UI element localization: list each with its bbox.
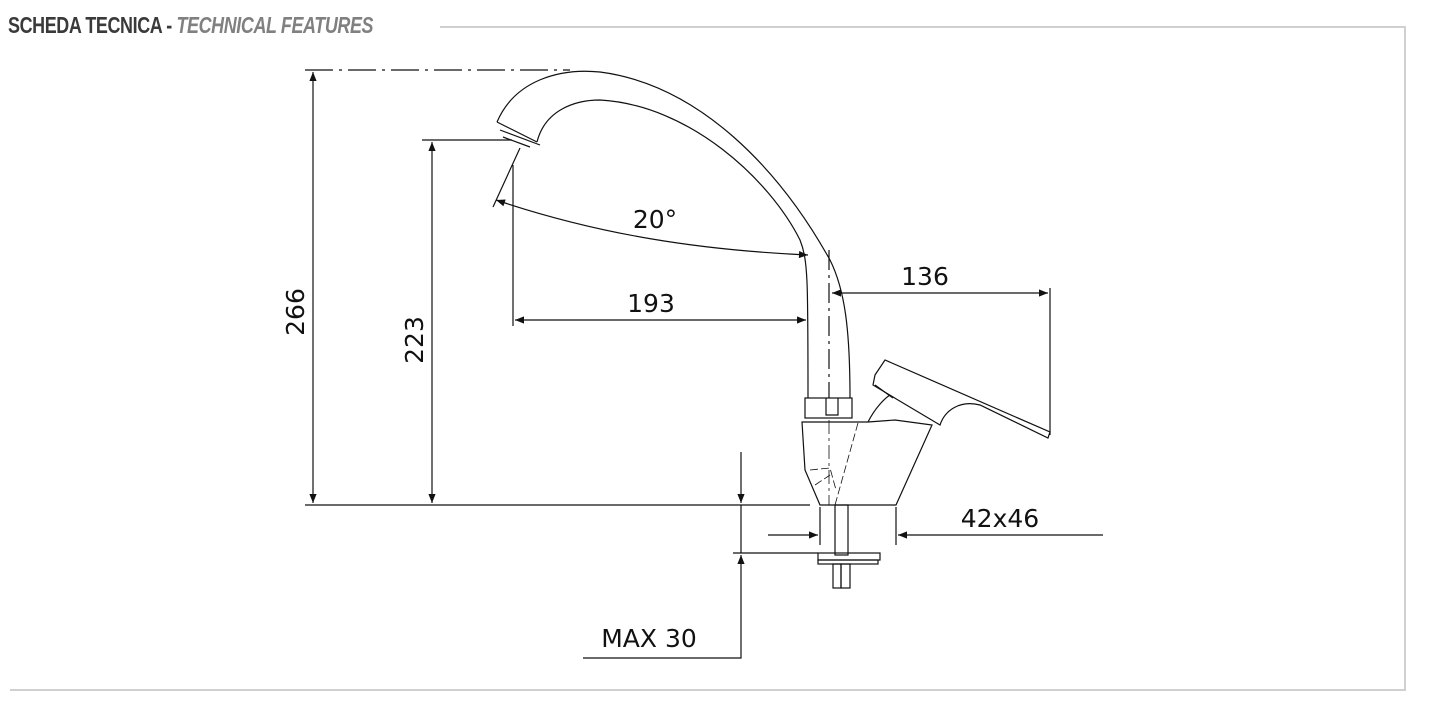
frame bbox=[10, 26, 1406, 691]
dimension-max-thickness bbox=[583, 452, 818, 659]
lever bbox=[872, 359, 1051, 439]
title-separator: - bbox=[166, 12, 172, 38]
dimension-total-height bbox=[305, 69, 810, 506]
dimension-lever-reach bbox=[832, 288, 1051, 435]
title-english: TECHNICAL FEATURES bbox=[176, 12, 374, 38]
label-spout-height: 223 bbox=[400, 316, 429, 364]
faucet-body bbox=[801, 394, 933, 506]
spout bbox=[496, 70, 851, 399]
label-total-height: 266 bbox=[281, 288, 310, 336]
label-spout-reach: 193 bbox=[627, 289, 675, 318]
label-angle: 20° bbox=[633, 205, 677, 234]
dimension-base-size bbox=[768, 507, 1103, 545]
dimension-spout-reach bbox=[512, 165, 806, 326]
label-lever-reach: 136 bbox=[901, 262, 949, 291]
label-base-size: 42x46 bbox=[961, 504, 1039, 533]
title-italian: SCHEDA TECNICA bbox=[8, 12, 162, 38]
dimension-spout-height bbox=[422, 139, 512, 503]
page-title: SCHEDA TECNICA - TECHNICAL FEATURES bbox=[8, 12, 374, 39]
label-max-thickness: MAX 30 bbox=[601, 624, 697, 653]
mounting-base bbox=[817, 504, 881, 589]
dimension-angle bbox=[492, 147, 809, 259]
